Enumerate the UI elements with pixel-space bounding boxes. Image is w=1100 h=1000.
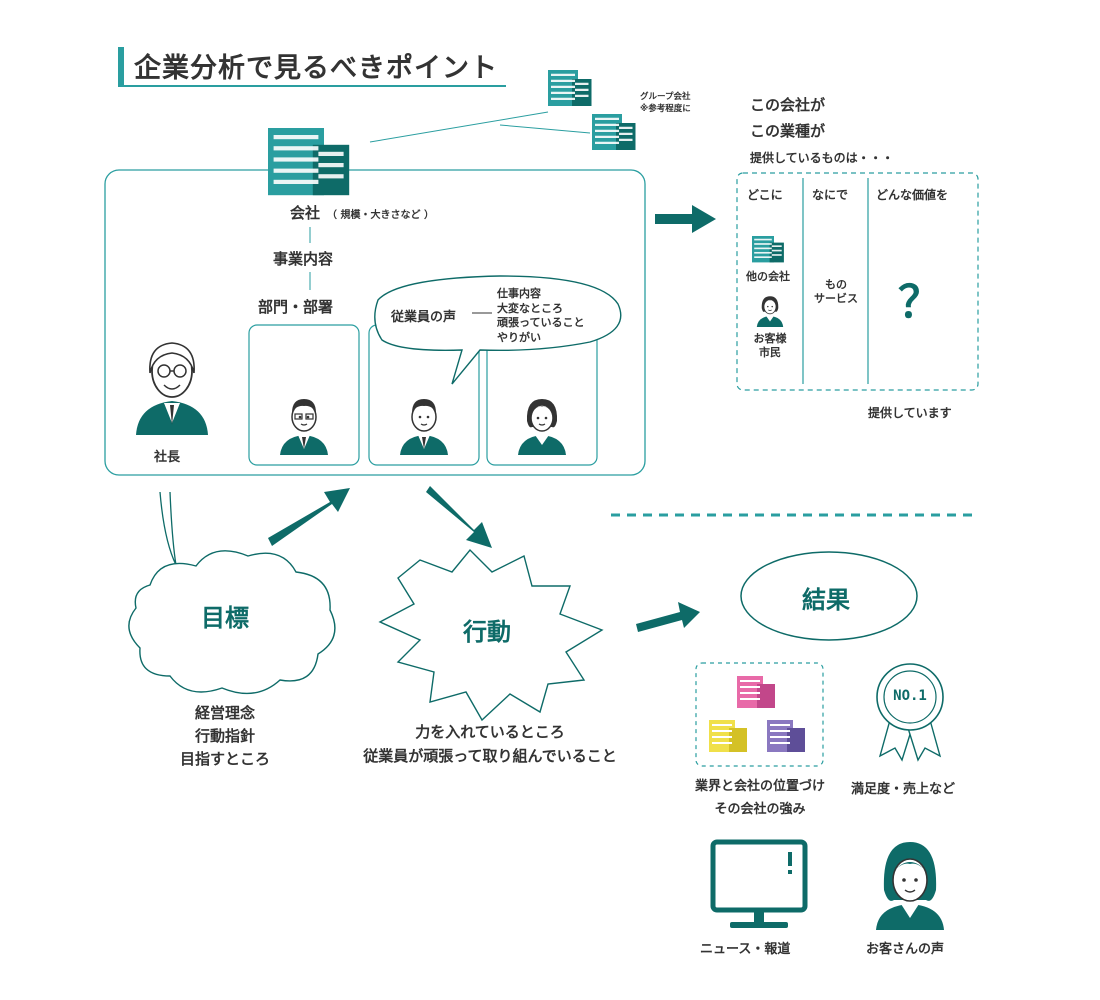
provide-box	[736, 172, 979, 391]
company-label: 会社	[290, 204, 321, 222]
president-label: 社長	[154, 450, 181, 465]
action-label: 行動	[463, 618, 511, 646]
arrow-to-provide	[655, 205, 716, 233]
industry-position-box	[695, 662, 824, 767]
goal-item: 行動指針	[194, 727, 255, 745]
other-company-building-icon	[752, 236, 784, 263]
group-company-building-icon	[548, 70, 592, 106]
employee-man-icon	[399, 398, 449, 456]
result-position-text: 業界と会社の位置づけ その会社の強み	[694, 779, 825, 817]
provide-footer: 提供しています	[868, 406, 952, 420]
group-link-line	[369, 111, 549, 143]
employee-voice-label: 従業員の声	[391, 310, 457, 325]
title-accent-bar	[118, 47, 124, 85]
company-yellow-building-icon	[709, 720, 747, 752]
company-size-note: （ 規模・大きさなど ）	[327, 210, 434, 221]
no1-badge-icon	[876, 663, 944, 762]
where-other-company: 他の会社	[746, 270, 790, 283]
arrow-company-to-action	[426, 486, 492, 548]
result-satisfaction: 満足度・売上など	[851, 782, 956, 797]
group-company-label: グループ会社 ※参考程度に	[640, 92, 691, 114]
president-icon	[136, 342, 208, 435]
employee-voice-item: 仕事内容	[497, 287, 541, 300]
goal-item: 経営理念	[194, 704, 255, 722]
goal-cloud	[128, 550, 336, 695]
goal-item: 目指すところ	[179, 750, 270, 768]
result-news: ニュース・報道	[700, 942, 791, 957]
company-box	[104, 169, 646, 476]
result-label: 結果	[802, 586, 850, 614]
department-label: 部門・部署	[258, 298, 334, 316]
badge-text: NO.1	[893, 688, 927, 704]
employee-woman-icon	[517, 398, 567, 456]
provide-intro-line3: 提供しているものは・・・	[750, 151, 894, 165]
customer-icon	[756, 295, 784, 328]
arrow-goal-to-company	[268, 488, 350, 546]
company-building-icon	[268, 128, 350, 196]
employee-voice-item: 頑張っていること	[497, 316, 585, 329]
president-bubble-tail	[159, 491, 177, 566]
news-monitor-icon	[710, 839, 808, 928]
employee-voice-list: 仕事内容 大変なところ 頑張っていること やりがい	[497, 287, 584, 345]
result-ellipse	[740, 551, 918, 641]
employee-man-glasses-icon	[279, 398, 329, 456]
department-box	[248, 324, 360, 466]
result-customer-voice: お客さんの声	[866, 942, 945, 957]
group-link-line	[499, 124, 591, 134]
goal-label: 目標	[201, 604, 249, 632]
action-item: 力を入れているところ	[415, 723, 565, 741]
company-purple-building-icon	[767, 720, 805, 752]
provide-intro: この会社が この業種が	[750, 96, 826, 140]
header-where: どこに	[747, 188, 783, 202]
employee-voice-item: やりがい	[497, 330, 541, 344]
where-customers: お客様 市民	[753, 332, 787, 359]
customer-voice-icon	[876, 842, 944, 930]
value-question-mark: ？	[898, 277, 942, 328]
action-item: 従業員が頑張って取り組んでいること	[363, 747, 617, 765]
action-burst	[378, 548, 604, 722]
header-what: なにで	[812, 188, 849, 202]
group-company-building-icon	[592, 114, 636, 150]
arrow-action-to-result	[636, 602, 700, 632]
what-list: もの サービス	[814, 278, 858, 305]
employee-voice-item: 大変なところ	[497, 301, 563, 315]
header-value: どんな価値を	[876, 188, 949, 202]
title-underline	[118, 85, 506, 87]
employee-voice-bubble	[374, 275, 622, 385]
business-label: 事業内容	[273, 250, 334, 268]
action-list: 力を入れているところ 従業員が頑張って取り組んでいること	[320, 720, 660, 768]
goal-list: 経営理念 行動指針 目指すところ	[150, 702, 300, 771]
company-pink-building-icon	[737, 676, 775, 708]
page-title: 企業分析で見るべきポイント	[134, 53, 498, 84]
